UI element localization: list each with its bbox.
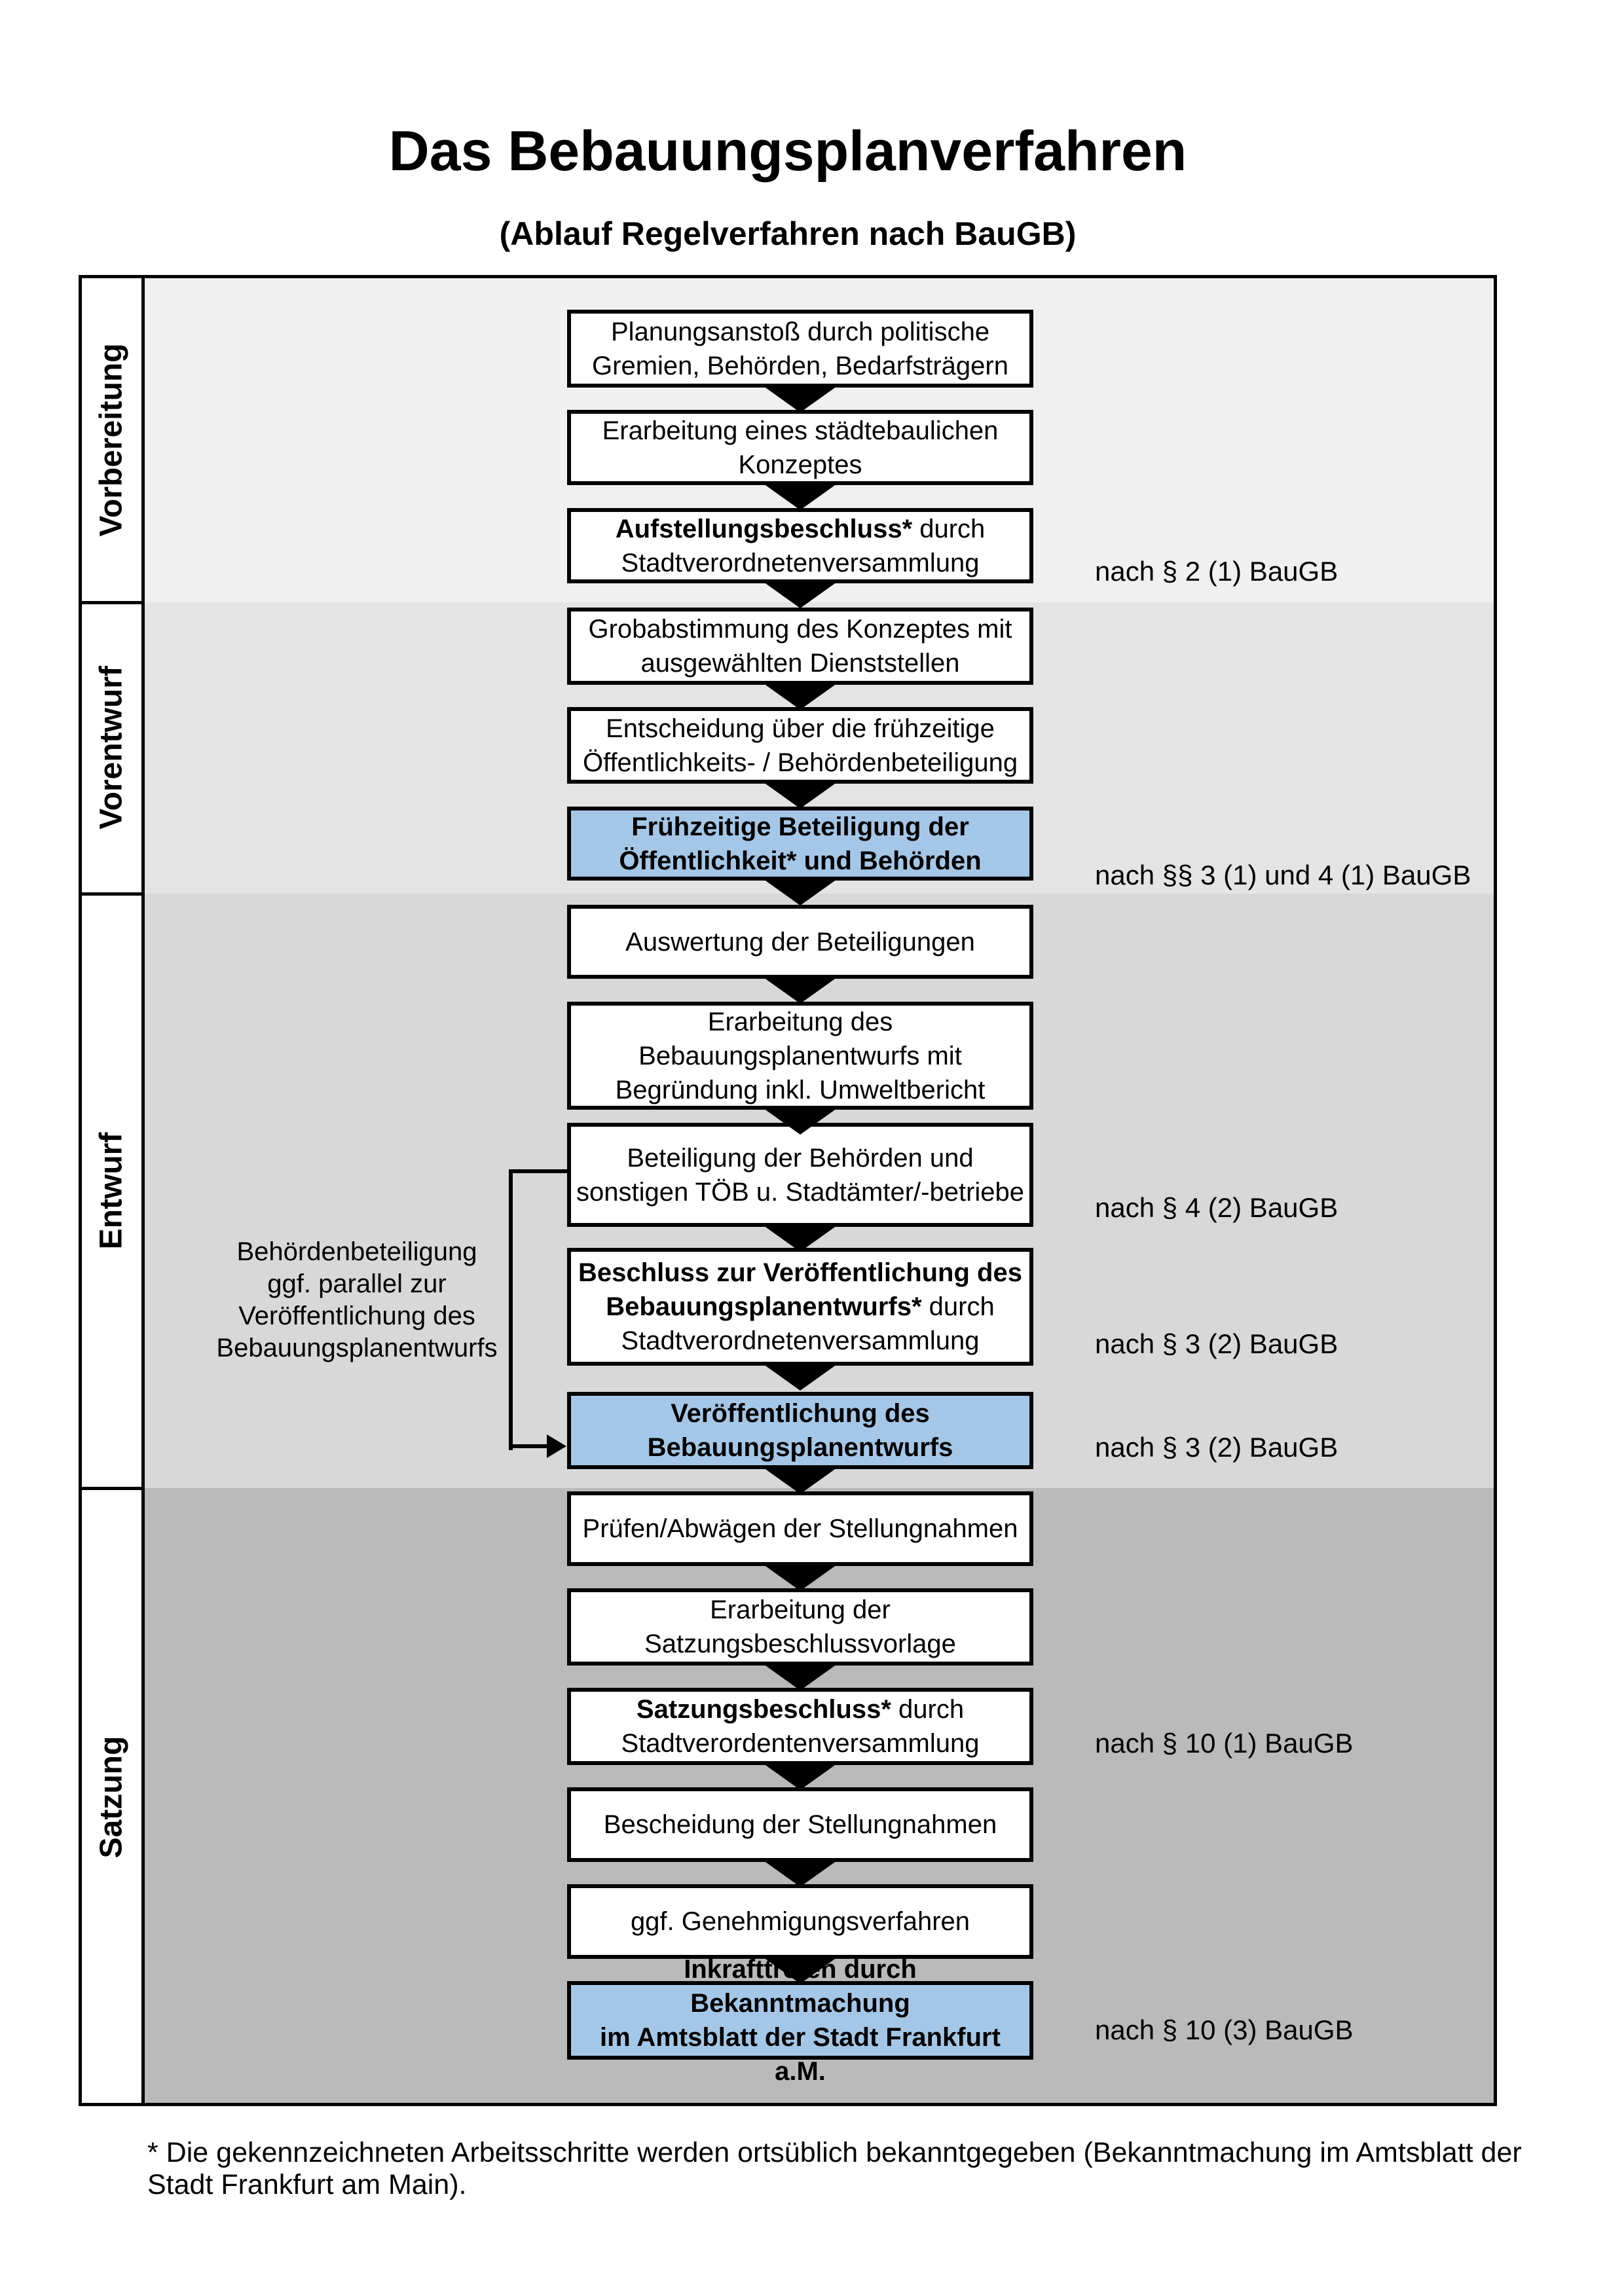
step-text-line: Beteiligung der Behörden und <box>627 1143 974 1173</box>
legal-reference: nach § 2 (1) BauGB <box>1095 556 1338 587</box>
step-text-line: Satzungsbeschluss* durch <box>636 1695 965 1724</box>
legal-reference: nach §§ 3 (1) und 4 (1) BauGB <box>1095 860 1471 890</box>
arrow-down-icon <box>764 1664 837 1690</box>
label-cell-divider <box>82 1487 145 1490</box>
arrow-right-icon <box>547 1434 566 1458</box>
arrow-down-icon <box>764 1108 837 1135</box>
step-bescheidung-stellungnahmen: Bescheidung der Stellungnahmen <box>567 1787 1033 1862</box>
step-text-line: Bebauungsplanentwurfs* durch <box>606 1292 995 1321</box>
arrow-down-icon <box>764 582 837 608</box>
step-text-line: Aufstellungsbeschluss* durch <box>615 514 986 543</box>
legal-reference: nach § 10 (3) BauGB <box>1095 2014 1354 2045</box>
step-text-line: Begründung inkl. Umweltbericht <box>615 1075 986 1104</box>
arrow-down-icon <box>764 879 837 905</box>
arrow-down-icon <box>764 386 837 412</box>
bracket-top-line <box>509 1169 567 1173</box>
step-veroeffentlichung-entwurf: Veröffentlichung des Bebauungsplanentwur… <box>567 1392 1033 1469</box>
label-cell-divider <box>82 601 145 604</box>
step-satzungsbeschluss: Satzungsbeschluss* durch Stadtverordente… <box>567 1688 1033 1765</box>
label-column-separator <box>141 275 145 2106</box>
step-inkrafttreten: Inkrafttreten durch Bekanntmachung im Am… <box>567 1955 1033 2086</box>
step-staedtebauliches-konzept: Erarbeitung eines städtebaulichen Konzep… <box>567 410 1033 485</box>
legal-reference: nach § 4 (2) BauGB <box>1095 1192 1338 1223</box>
arrow-down-icon <box>764 977 837 1004</box>
phase-label-vorbereitung: Vorbereitung <box>94 343 129 537</box>
step-pruefen-abwaegen: Prüfen/Abwägen der Stellungnahmen <box>567 1491 1033 1566</box>
diagram-frame <box>79 275 1497 2106</box>
step-text-line: Öffentlichkeits- / Behördenbeteiligung <box>582 748 1018 777</box>
arrow-down-icon <box>764 1958 837 1984</box>
step-text-line: sonstigen TÖB u. Stadtämter/-betriebe <box>576 1177 1025 1207</box>
arrow-down-icon <box>764 1468 837 1494</box>
label-cell-divider <box>82 892 145 896</box>
arrow-down-icon <box>764 1364 837 1391</box>
step-text-line: Satzungsbeschlussvorlage <box>644 1630 956 1658</box>
step-text-line: ausgewählten Dienststellen <box>640 649 960 678</box>
bracket-vertical-line <box>509 1169 513 1450</box>
arrow-down-icon <box>764 1861 837 1887</box>
step-entscheidung-fruehzeitige-beteiligung: Entscheidung über die frühzeitige Öffent… <box>567 707 1033 784</box>
step-satzungsbeschlussvorlage: Erarbeitung der Satzungsbeschlussvorlage <box>567 1588 1033 1666</box>
step-text-line: ggf. Genehmigungsverfahren <box>630 1907 970 1936</box>
step-text-line: Erarbeitung des <box>707 1007 893 1036</box>
step-text-line: Stadtverordentenversammlung <box>621 1729 980 1758</box>
arrow-down-icon <box>764 1565 837 1591</box>
phase-label-vorentwurf: Vorentwurf <box>94 666 129 829</box>
note-line: Behördenbeteiligung <box>236 1237 477 1266</box>
step-text-line: Konzeptes <box>738 450 862 479</box>
note-line: Bebauungsplanentwurfs <box>216 1334 498 1362</box>
footnote: * Die gekennzeichneten Arbeitsschritte w… <box>147 2137 1522 2200</box>
step-behoerdenbeteiligung-toeb: Beteiligung der Behörden und sonstigen T… <box>567 1123 1033 1227</box>
step-text-line: Öffentlichkeit* und Behörden <box>619 846 982 875</box>
step-text-line: Bebauungsplanentwurfs mit <box>638 1041 962 1070</box>
step-text-line: Bebauungsplanentwurfs <box>647 1433 953 1462</box>
step-text-line: Beschluss zur Veröffentlichung des <box>578 1258 1022 1287</box>
page-title: Das Bebauungsplanverfahren <box>388 120 1187 183</box>
step-text-line: Planungsanstoß durch politische <box>610 317 990 346</box>
step-text-line: Erarbeitung eines städtebaulichen <box>602 416 999 445</box>
arrow-down-icon <box>764 484 837 510</box>
step-text-line: Frühzeitige Beteiligung der <box>631 812 969 841</box>
step-text-line: Stadtverordnetenversammlung <box>621 1326 980 1355</box>
step-text-line: Grobabstimmung des Konzeptes mit <box>588 615 1012 644</box>
page-subtitle: (Ablauf Regelverfahren nach BauGB) <box>499 215 1077 252</box>
step-text-line: Entscheidung über die frühzeitige <box>606 714 995 743</box>
step-aufstellungsbeschluss: Aufstellungsbeschluss* durch Stadtverord… <box>567 508 1033 583</box>
step-planungsanstoss: Planungsanstoß durch politische Gremien,… <box>567 310 1033 388</box>
legal-reference: nach § 3 (2) BauGB <box>1095 1328 1338 1359</box>
arrow-down-icon <box>764 683 837 710</box>
parallel-procedure-note: Behördenbeteiligung ggf. parallel zur Ve… <box>174 1236 540 1364</box>
step-grobabstimmung: Grobabstimmung des Konzeptes mit ausgewä… <box>567 608 1033 685</box>
step-text-line: Veröffentlichung des <box>671 1399 930 1428</box>
phase-label-entwurf: Entwurf <box>94 1132 129 1250</box>
step-auswertung-beteiligungen: Auswertung der Beteiligungen <box>567 905 1033 979</box>
step-fruehzeitige-beteiligung: Frühzeitige Beteiligung der Öffentlichke… <box>567 807 1033 881</box>
legal-reference: nach § 10 (1) BauGB <box>1095 1728 1354 1758</box>
step-text-line: Inkrafttreten durch Bekanntmachung <box>684 1955 917 2018</box>
arrow-down-icon <box>764 1764 837 1790</box>
step-erarbeitung-bebauungsplanentwurf: Erarbeitung des Bebauungsplanentwurfs mi… <box>567 1002 1033 1110</box>
arrow-down-icon <box>764 782 837 809</box>
step-beschluss-veroeffentlichung: Beschluss zur Veröffentlichung des Bebau… <box>567 1248 1033 1366</box>
note-line: Veröffentlichung des <box>238 1302 475 1330</box>
bracket-bottom-line <box>509 1444 549 1448</box>
step-text-line: Auswertung der Beteiligungen <box>625 927 975 957</box>
step-text-line: Erarbeitung der <box>710 1595 891 1624</box>
step-text-line: Stadtverordnetenversammlung <box>621 548 980 577</box>
note-line: ggf. parallel zur <box>267 1269 447 1298</box>
step-text-line: im Amtsblatt der Stadt Frankfurt a.M. <box>600 2023 1001 2086</box>
step-genehmigungsverfahren: ggf. Genehmigungsverfahren <box>567 1884 1033 1959</box>
step-text-line: Bescheidung der Stellungnahmen <box>603 1810 997 1839</box>
step-text-line: Prüfen/Abwägen der Stellungnahmen <box>582 1514 1018 1543</box>
phase-label-satzung: Satzung <box>94 1736 129 1859</box>
arrow-down-icon <box>764 1226 837 1252</box>
step-text-line: Gremien, Behörden, Bedarfsträgern <box>592 351 1008 380</box>
legal-reference: nach § 3 (2) BauGB <box>1095 1432 1338 1463</box>
